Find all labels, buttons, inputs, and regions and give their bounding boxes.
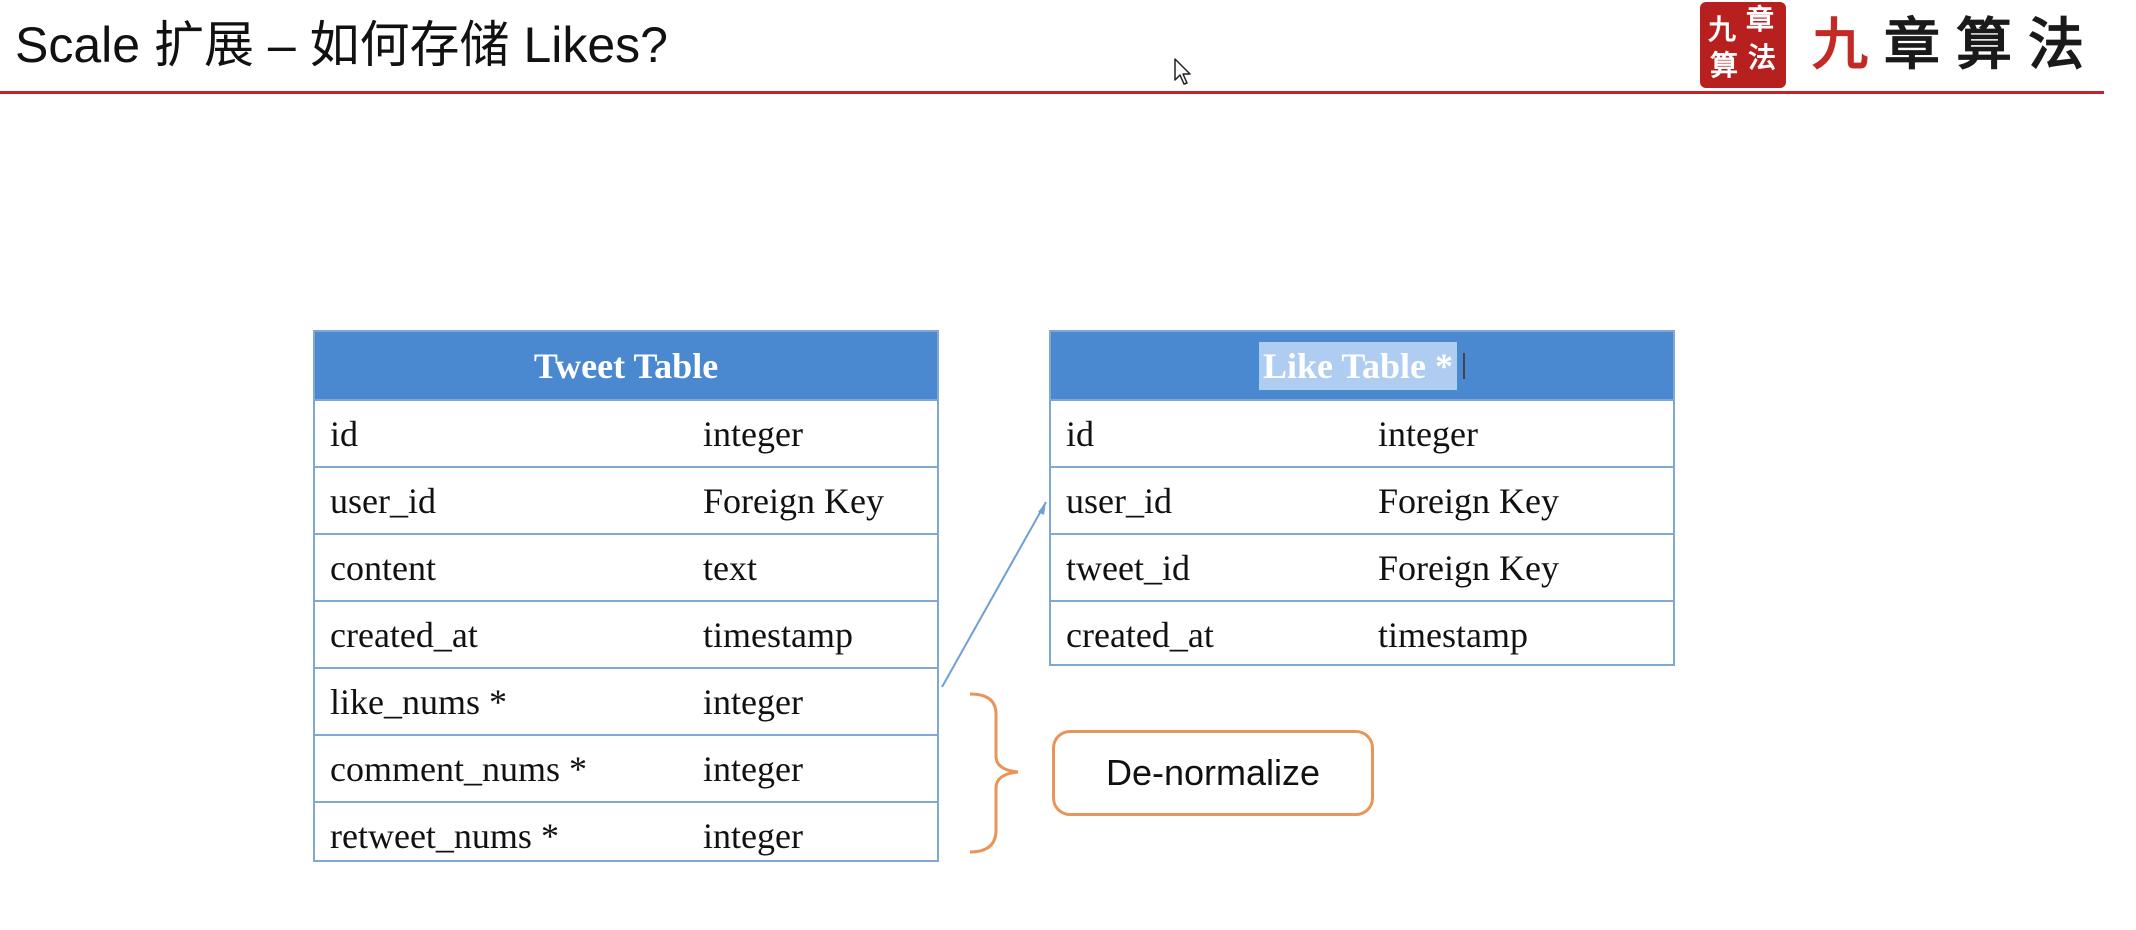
column-name: id bbox=[1066, 413, 1095, 454]
table-row: tweet_id Foreign Key bbox=[1051, 533, 1673, 600]
tweet-table-header: Tweet Table bbox=[315, 332, 937, 399]
column-type: integer bbox=[703, 748, 803, 789]
seal-char: 九 bbox=[1708, 13, 1737, 46]
jiuzhang-logo: 九 章 算 法 九章算法 bbox=[1700, 0, 2100, 90]
tweet-table: Tweet Table id integer user_id Foreign K… bbox=[313, 330, 939, 862]
denormalize-label: De-normalize bbox=[1052, 730, 1374, 816]
table-row: user_id Foreign Key bbox=[1051, 466, 1673, 533]
table-row: like_nums * integer bbox=[315, 667, 937, 734]
column-type: timestamp bbox=[1378, 614, 1528, 655]
table-row: id integer bbox=[315, 399, 937, 466]
column-name: content bbox=[330, 547, 436, 588]
table-row: comment_nums * integer bbox=[315, 734, 937, 801]
column-name: user_id bbox=[1066, 480, 1172, 521]
column-name: created_at bbox=[330, 614, 478, 655]
table-row: id integer bbox=[1051, 399, 1673, 466]
slide-title: Scale 扩展 – 如何存储 Likes? bbox=[15, 17, 668, 73]
logo-wordmark-dark: 章算法 bbox=[1884, 12, 2100, 78]
column-name: retweet_nums * bbox=[330, 815, 559, 856]
column-name: created_at bbox=[1066, 614, 1214, 655]
column-type: integer bbox=[703, 681, 803, 722]
logo-wordmark: 九章算法 bbox=[1812, 10, 2100, 80]
column-type: integer bbox=[1378, 413, 1478, 454]
relation-arrow-line bbox=[941, 501, 1047, 688]
title-divider bbox=[0, 91, 2104, 94]
column-name: tweet_id bbox=[1066, 547, 1190, 588]
column-type: timestamp bbox=[703, 614, 853, 655]
column-type: Foreign Key bbox=[1378, 547, 1559, 588]
like-table-header[interactable]: Like Table * bbox=[1051, 332, 1673, 399]
column-type: Foreign Key bbox=[1378, 480, 1559, 521]
mouse-cursor-icon bbox=[1174, 58, 1191, 85]
column-name: user_id bbox=[330, 480, 436, 521]
curly-brace-icon bbox=[969, 692, 1019, 854]
column-name: id bbox=[330, 413, 359, 454]
column-type: Foreign Key bbox=[703, 480, 884, 521]
table-row: user_id Foreign Key bbox=[315, 466, 937, 533]
table-row: created_at timestamp bbox=[1051, 600, 1673, 667]
column-type: text bbox=[703, 547, 757, 588]
seal-char: 算 bbox=[1710, 49, 1739, 82]
column-type: integer bbox=[703, 815, 803, 856]
logo-wordmark-red: 九 bbox=[1812, 12, 1884, 78]
table-row: retweet_nums * integer bbox=[315, 801, 937, 868]
logo-seal: 九 章 算 法 bbox=[1700, 2, 1786, 88]
table-row: content text bbox=[315, 533, 937, 600]
like-table: Like Table * id integer user_id Foreign … bbox=[1049, 330, 1675, 666]
table-row: created_at timestamp bbox=[315, 600, 937, 667]
seal-char: 章 bbox=[1746, 3, 1775, 36]
column-name: comment_nums * bbox=[330, 748, 587, 789]
arrow-head-icon bbox=[1038, 502, 1046, 515]
column-type: integer bbox=[703, 413, 803, 454]
column-name: like_nums * bbox=[330, 681, 507, 722]
like-table-title-selection[interactable]: Like Table * bbox=[1258, 341, 1458, 390]
seal-char: 法 bbox=[1748, 41, 1777, 74]
text-caret-icon bbox=[1463, 352, 1466, 379]
